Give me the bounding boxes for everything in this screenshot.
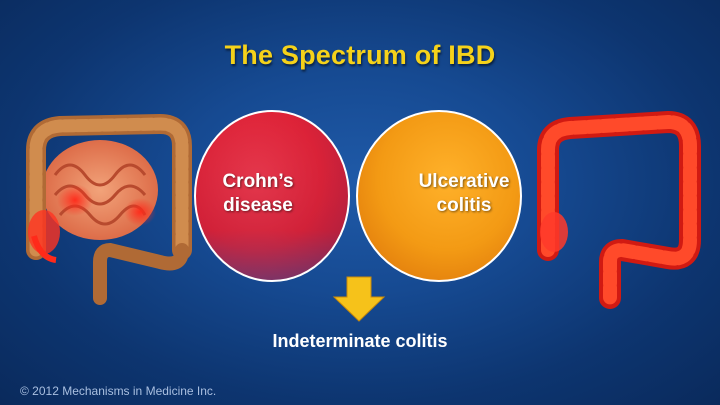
ulcerative-colitis-colon-icon <box>537 110 701 309</box>
ulcerative-colitis-label: Ulcerative colitis <box>400 170 528 218</box>
crohns-circle <box>195 111 349 281</box>
copyright-notice: © 2012 Mechanisms in Medicine Inc. <box>20 384 217 398</box>
crohns-label-line1: Crohn’s <box>222 171 294 192</box>
crohns-circle-outline <box>194 110 350 282</box>
slide-title: The Spectrum of IBD <box>224 40 496 70</box>
ulcerative-colitis-circle-outline <box>356 110 522 282</box>
crohns-colon-icon <box>26 113 192 305</box>
crohns-label-line2: disease <box>223 195 293 216</box>
ulcerative-colitis-circle <box>357 111 521 281</box>
uc-label-line1: Ulcerative <box>418 171 510 192</box>
indeterminate-colitis-label: Indeterminate colitis <box>272 331 448 351</box>
crohns-disease-label: Crohn’s disease <box>198 170 318 218</box>
uc-label-line2: colitis <box>436 195 492 216</box>
down-arrow-icon <box>332 276 386 322</box>
